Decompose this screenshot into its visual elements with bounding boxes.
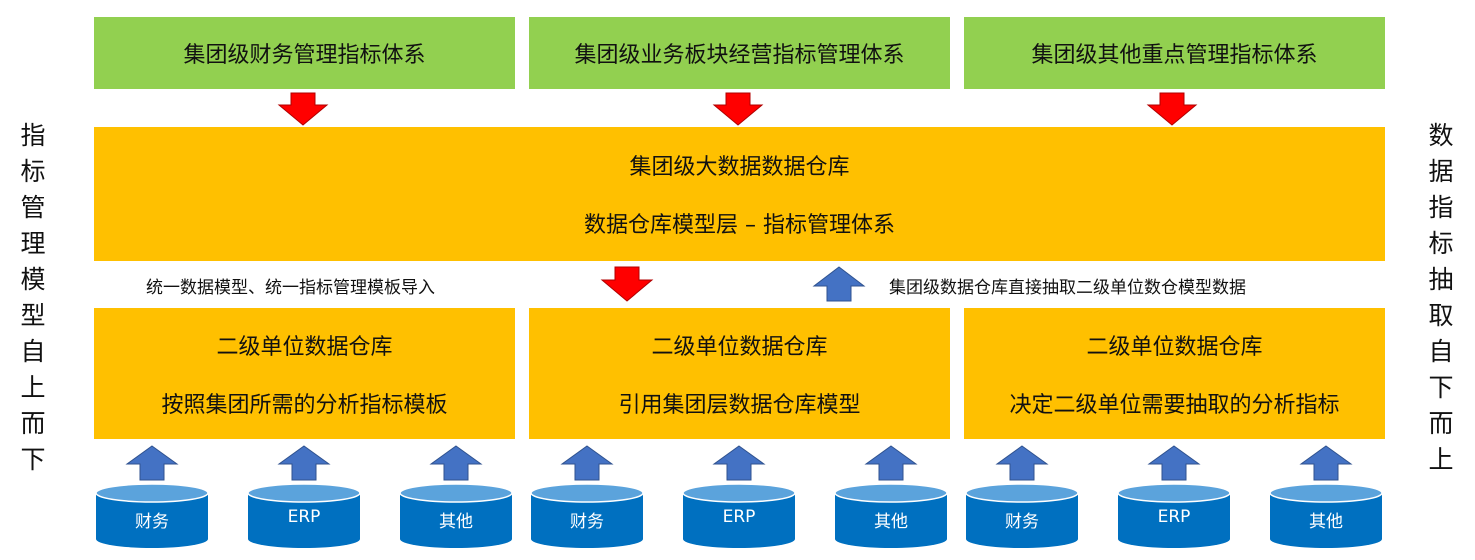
database-label: ERP <box>1157 507 1191 527</box>
down-arrow-icon <box>277 92 329 126</box>
import-note: 统一数据模型、统一指标管理模板导入 <box>146 278 435 298</box>
up-arrow-icon <box>864 445 918 481</box>
up-arrow-icon <box>1299 445 1353 481</box>
top-system-other: 集团级其他重点管理指标体系 <box>964 17 1385 89</box>
database-cylinder-other: 其他 <box>1269 483 1383 549</box>
database-icon <box>1269 483 1383 548</box>
warehouse-title: 集团级大数据数据仓库 <box>629 155 850 180</box>
database-icon <box>834 483 948 548</box>
database-cylinder-erp: ERP <box>1117 483 1231 549</box>
top-system-label: 集团级其他重点管理指标体系 <box>1031 43 1318 68</box>
database-label: ERP <box>287 507 321 527</box>
top-system-label: 集团级财务管理指标体系 <box>183 43 426 68</box>
up-arrow-icon <box>812 266 866 302</box>
up-arrow-icon <box>712 445 766 481</box>
side-char: 上 <box>20 373 46 402</box>
database-cylinder-other: 其他 <box>399 483 513 549</box>
up-arrow-icon <box>125 445 179 481</box>
database-label: 其他 <box>439 512 473 532</box>
side-char: 下 <box>1428 373 1454 402</box>
side-char: 自 <box>20 337 46 366</box>
database-label: 其他 <box>874 512 908 532</box>
unit-warehouse-2: 二级单位数据仓库 引用集团层数据仓库模型 <box>529 308 950 439</box>
side-char: 标 <box>1428 229 1454 258</box>
warehouse-subtitle: 数据仓库模型层 – 指标管理体系 <box>584 213 895 238</box>
unit-desc: 按照集团所需的分析指标模板 <box>161 392 448 418</box>
side-char: 下 <box>20 445 46 474</box>
top-system-finance: 集团级财务管理指标体系 <box>94 17 515 89</box>
extract-note: 集团级数据仓库直接抽取二级单位数仓模型数据 <box>889 278 1246 298</box>
database-label: 财务 <box>1005 512 1039 532</box>
database-cylinder-finance: 财务 <box>965 483 1079 549</box>
side-char: 型 <box>20 301 46 330</box>
database-label: 其他 <box>1309 512 1343 532</box>
group-data-warehouse: 集团级大数据数据仓库 数据仓库模型层 – 指标管理体系 <box>94 127 1385 261</box>
up-arrow-icon <box>560 445 614 481</box>
top-system-label: 集团级业务板块经营指标管理体系 <box>574 43 905 68</box>
database-icon <box>247 483 361 548</box>
unit-title: 二级单位数据仓库 <box>216 334 393 360</box>
unit-warehouse-1: 二级单位数据仓库 按照集团所需的分析指标模板 <box>94 308 515 439</box>
up-arrow-icon <box>995 445 1049 481</box>
side-char: 理 <box>20 229 46 258</box>
top-system-business: 集团级业务板块经营指标管理体系 <box>529 17 950 89</box>
database-label: 财务 <box>570 512 604 532</box>
side-char: 而 <box>20 409 46 438</box>
database-icon <box>1117 483 1231 548</box>
unit-warehouse-3: 二级单位数据仓库 决定二级单位需要抽取的分析指标 <box>964 308 1385 439</box>
unit-desc: 引用集团层数据仓库模型 <box>618 392 861 418</box>
side-char: 指 <box>1428 193 1454 222</box>
up-arrow-icon <box>277 445 331 481</box>
database-cylinder-finance: 财务 <box>95 483 209 549</box>
right-side-caption: 数 据 指 标 抽 取 自 下 而 上 <box>1421 118 1461 478</box>
side-char: 模 <box>20 265 46 294</box>
up-arrow-icon <box>1147 445 1201 481</box>
down-arrow-icon <box>600 266 654 302</box>
side-char: 数 <box>1428 121 1454 150</box>
down-arrow-icon <box>1146 92 1198 126</box>
database-cylinder-erp: ERP <box>682 483 796 549</box>
unit-desc: 决定二级单位需要抽取的分析指标 <box>1009 392 1340 418</box>
database-icon <box>682 483 796 548</box>
unit-title: 二级单位数据仓库 <box>651 334 828 360</box>
database-label: 财务 <box>135 512 169 532</box>
left-side-caption: 指 标 管 理 模 型 自 上 而 下 <box>13 118 53 478</box>
database-icon <box>965 483 1079 548</box>
side-char: 上 <box>1428 445 1454 474</box>
database-icon <box>399 483 513 548</box>
side-char: 而 <box>1428 409 1454 438</box>
database-label: ERP <box>722 507 756 527</box>
side-char: 指 <box>20 121 46 150</box>
database-icon <box>95 483 209 548</box>
side-char: 自 <box>1428 337 1454 366</box>
database-cylinder-finance: 财务 <box>530 483 644 549</box>
side-char: 据 <box>1428 157 1454 186</box>
database-icon <box>530 483 644 548</box>
side-char: 管 <box>20 193 46 222</box>
side-char: 标 <box>20 157 46 186</box>
database-cylinder-erp: ERP <box>247 483 361 549</box>
database-cylinder-other: 其他 <box>834 483 948 549</box>
down-arrow-icon <box>712 92 764 126</box>
unit-title: 二级单位数据仓库 <box>1086 334 1263 360</box>
up-arrow-icon <box>429 445 483 481</box>
side-char: 抽 <box>1428 265 1454 294</box>
side-char: 取 <box>1428 301 1454 330</box>
